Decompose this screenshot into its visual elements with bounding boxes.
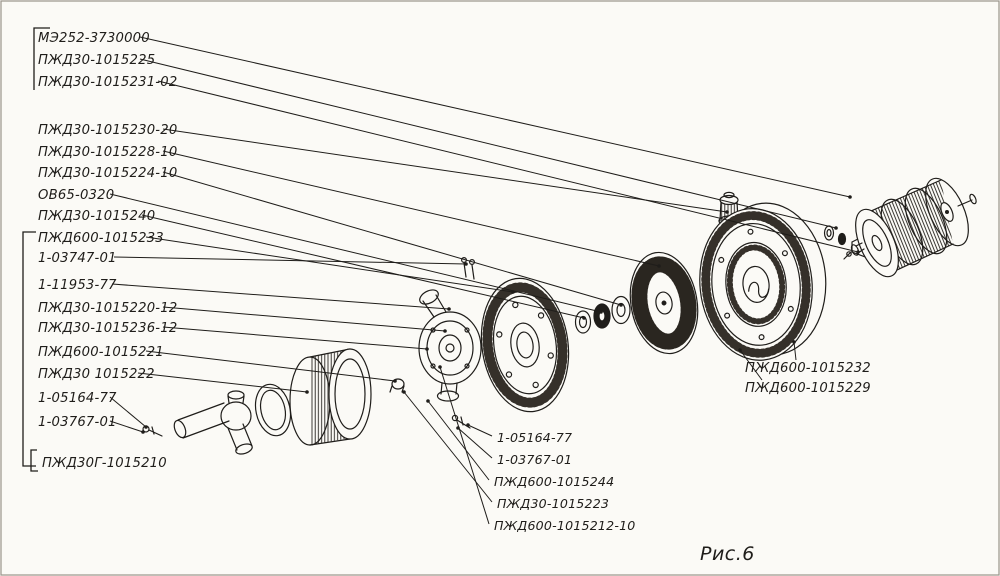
part-label-17: ПЖД30Г-1015210 [42, 456, 167, 471]
part-label-6: ОВ65-0320 [38, 188, 114, 203]
part-label-11: ПЖД30-1015220-12 [38, 301, 177, 316]
part-label-22: ПЖД600-1015244 [494, 474, 614, 489]
part-label-23: ПЖД30-1015223 [497, 496, 609, 511]
part-label-2: ПЖД30-1015231-02 [38, 75, 177, 90]
blower-housing [699, 191, 827, 361]
seal-washers [574, 295, 631, 334]
label-brackets [22, 27, 50, 472]
part-label-8: ПЖД600-1015233 [38, 231, 164, 246]
drain-valve-assembly [173, 390, 253, 455]
part-label-14: ПЖД30 1015222 [38, 367, 155, 382]
part-label-19: ПЖД600-1015229 [745, 381, 871, 396]
figure-caption: Рис.6 [700, 543, 755, 565]
part-label-12: ПЖД30-1015236-12 [38, 321, 177, 336]
part-label-13: ПЖД600-1015221 [38, 345, 164, 360]
part-label-3: ПЖД30-1015230-20 [38, 123, 177, 138]
part-label-24: ПЖД600-1015212-10 [494, 518, 636, 533]
electric-motor [843, 177, 977, 278]
part-label-21: 1-03767-01 [497, 452, 572, 467]
mounting-screws [461, 257, 476, 280]
hex-plug [389, 378, 405, 393]
part-label-1: ПЖД30-1015225 [38, 53, 155, 68]
part-labels: МЭ252-3730000 ПЖД30-1015225 ПЖД30-101523… [38, 31, 871, 533]
part-label-10: 1-11953-77 [38, 278, 117, 293]
part-label-7: ПЖД30-1015240 [38, 209, 155, 224]
part-label-16: 1-03767-01 [38, 415, 117, 430]
part-label-9: 1-03747-01 [38, 251, 117, 266]
part-label-5: ПЖД30-1015224-10 [38, 166, 177, 181]
part-label-15: 1-05164-77 [38, 391, 117, 406]
pump-housing [418, 289, 482, 402]
part-label-0: МЭ252-3730000 [38, 31, 150, 46]
heat-exchanger-drum [289, 348, 372, 446]
assembly-drawing [142, 177, 977, 455]
leader-lines [109, 36, 860, 525]
part-label-18: ПЖД600-1015232 [745, 361, 871, 376]
fan-impeller [629, 251, 699, 355]
volute-flange [480, 277, 570, 413]
part-label-20: 1-05164-77 [497, 430, 572, 445]
part-label-4: ПЖД30-1015228-10 [38, 145, 177, 160]
